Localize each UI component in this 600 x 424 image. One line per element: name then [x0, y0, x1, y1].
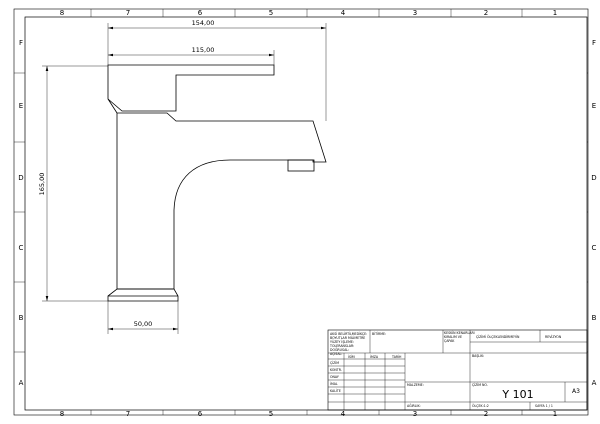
zone-row-b-right: B	[592, 314, 597, 322]
dim-handle-width-text: 115,00	[192, 46, 215, 54]
inner-border	[24, 16, 588, 411]
zone-row-a-right: A	[592, 379, 597, 387]
tb-finish: BİTİRME:	[372, 331, 386, 336]
dim-base-width-text: 50,00	[134, 320, 153, 328]
tb-title-label: BAŞLIK:	[472, 354, 484, 358]
tb-no-scale: ÇİZİMİ ÖLÇEKLENDİRMEYİN	[476, 334, 520, 339]
arrow-head	[269, 53, 274, 57]
zone-col-1-bottom: 1	[553, 410, 557, 418]
arrow-head	[45, 296, 49, 301]
zone-row-f-left: F	[19, 39, 23, 47]
zone-col-4-bottom: 4	[341, 410, 346, 418]
tb-drawing-no-label: ÇİZİM NO.	[472, 382, 488, 387]
zone-row-c-right: C	[592, 244, 597, 252]
zone-col-6-top: 6	[198, 9, 203, 17]
tb-general-notes-6: AÇISAL:	[330, 352, 342, 356]
zone-labels-left: F E D C B A	[18, 39, 23, 387]
tb-revision: REVİZYON	[545, 334, 562, 339]
zone-col-8-bottom: 8	[60, 410, 64, 418]
zone-col-8-top: 8	[60, 9, 64, 17]
title-block-text: AKSİ BELİRTİLMEDİKÇE: BOYUTLAR MİLİMETRE…	[329, 330, 562, 408]
zone-col-5-bottom: 5	[269, 410, 273, 418]
dimension-texts: 154,00 115,00 165,00 50,00	[38, 19, 214, 328]
zone-labels-top: 8 7 6 5 4 3 2 1	[60, 9, 557, 17]
tb-general-notes-5: DOĞRUSAL:	[330, 347, 349, 352]
zone-col-4-top: 4	[341, 9, 346, 17]
dim-overall-width-text: 154,00	[192, 19, 215, 27]
arrow-head	[108, 53, 113, 57]
tb-col-name: İSİM	[348, 354, 355, 359]
arrow-head	[45, 66, 49, 71]
tb-sheet-size: A3	[572, 388, 580, 395]
dim-height-text: 165,00	[38, 173, 46, 196]
zone-labels-bottom: 8 7 6 5 4 3 2 1	[60, 410, 557, 418]
tb-row-approved: ONAY	[330, 375, 339, 379]
tb-row-quality: KALİTE	[330, 388, 341, 393]
zone-col-7-top: 7	[126, 9, 130, 17]
tb-col-date: TARİH	[391, 354, 402, 359]
tb-edge-note-1: KESKİN KENARLARI	[444, 330, 475, 335]
faucet-side-view	[107, 64, 327, 302]
handle-body-joint	[107, 98, 118, 114]
zone-labels-right: F E D C B A	[591, 39, 596, 387]
arrow-head	[321, 26, 326, 30]
faucet-handle	[107, 64, 275, 112]
zone-col-7-bottom: 7	[126, 410, 130, 418]
tb-general-notes-4: TOLERANSLAR:	[329, 344, 354, 348]
zone-col-3-top: 3	[413, 9, 417, 17]
tb-general-notes-2: BOYUTLAR MİLİMETRE	[330, 335, 365, 340]
arrow-head	[108, 327, 113, 331]
tb-scale: ÖLÇEK:1:2	[472, 403, 489, 408]
arrow-head	[173, 327, 178, 331]
faucet-base	[107, 288, 179, 302]
tb-drawing-number: Y 101	[501, 388, 533, 401]
zone-row-b-left: B	[19, 314, 24, 322]
faucet-aerator	[287, 159, 315, 172]
tb-general-notes-3: YÜZEY İŞLEME:	[330, 339, 354, 344]
title-block	[327, 329, 588, 411]
zone-col-2-top: 2	[484, 9, 488, 17]
tb-col-sign: İMZA	[370, 354, 379, 359]
tb-weight: AĞIRLIK:	[407, 403, 421, 408]
zone-row-c-left: C	[19, 244, 24, 252]
faucet-body-spout	[116, 112, 327, 290]
arrow-head	[108, 26, 113, 30]
zone-row-d-right: D	[591, 174, 596, 182]
zone-row-e-left: E	[19, 102, 23, 110]
zone-row-d-left: D	[18, 174, 23, 182]
zone-col-5-top: 5	[269, 9, 273, 17]
tb-material: MALZEME:	[407, 383, 424, 387]
tb-row-checked: KONTR.	[330, 368, 342, 372]
tb-general-notes-1: AKSİ BELİRTİLMEDİKÇE:	[330, 331, 367, 336]
zone-ticks	[14, 9, 588, 415]
zone-row-f-right: F	[592, 39, 596, 47]
zone-col-3-bottom: 3	[413, 410, 417, 418]
tb-row-mfg: İMAL	[330, 381, 338, 386]
tb-edge-note-3: ÇAPAK	[444, 339, 455, 343]
title-block-frame	[327, 329, 588, 411]
zone-col-2-bottom: 2	[484, 410, 488, 418]
zone-row-e-right: E	[592, 102, 596, 110]
zone-row-a-left: A	[19, 379, 24, 387]
tb-sheet: SAYFA 1 / 1	[535, 404, 553, 408]
tb-row-drawn: ÇİZİM	[330, 360, 339, 365]
zone-col-1-top: 1	[553, 9, 557, 17]
outer-border	[13, 8, 589, 416]
tb-edge-note-2: KIRALIM VE	[444, 335, 462, 339]
dimension-arrows	[45, 26, 326, 331]
zone-col-6-bottom: 6	[198, 410, 203, 418]
dimension-lines	[42, 23, 327, 334]
